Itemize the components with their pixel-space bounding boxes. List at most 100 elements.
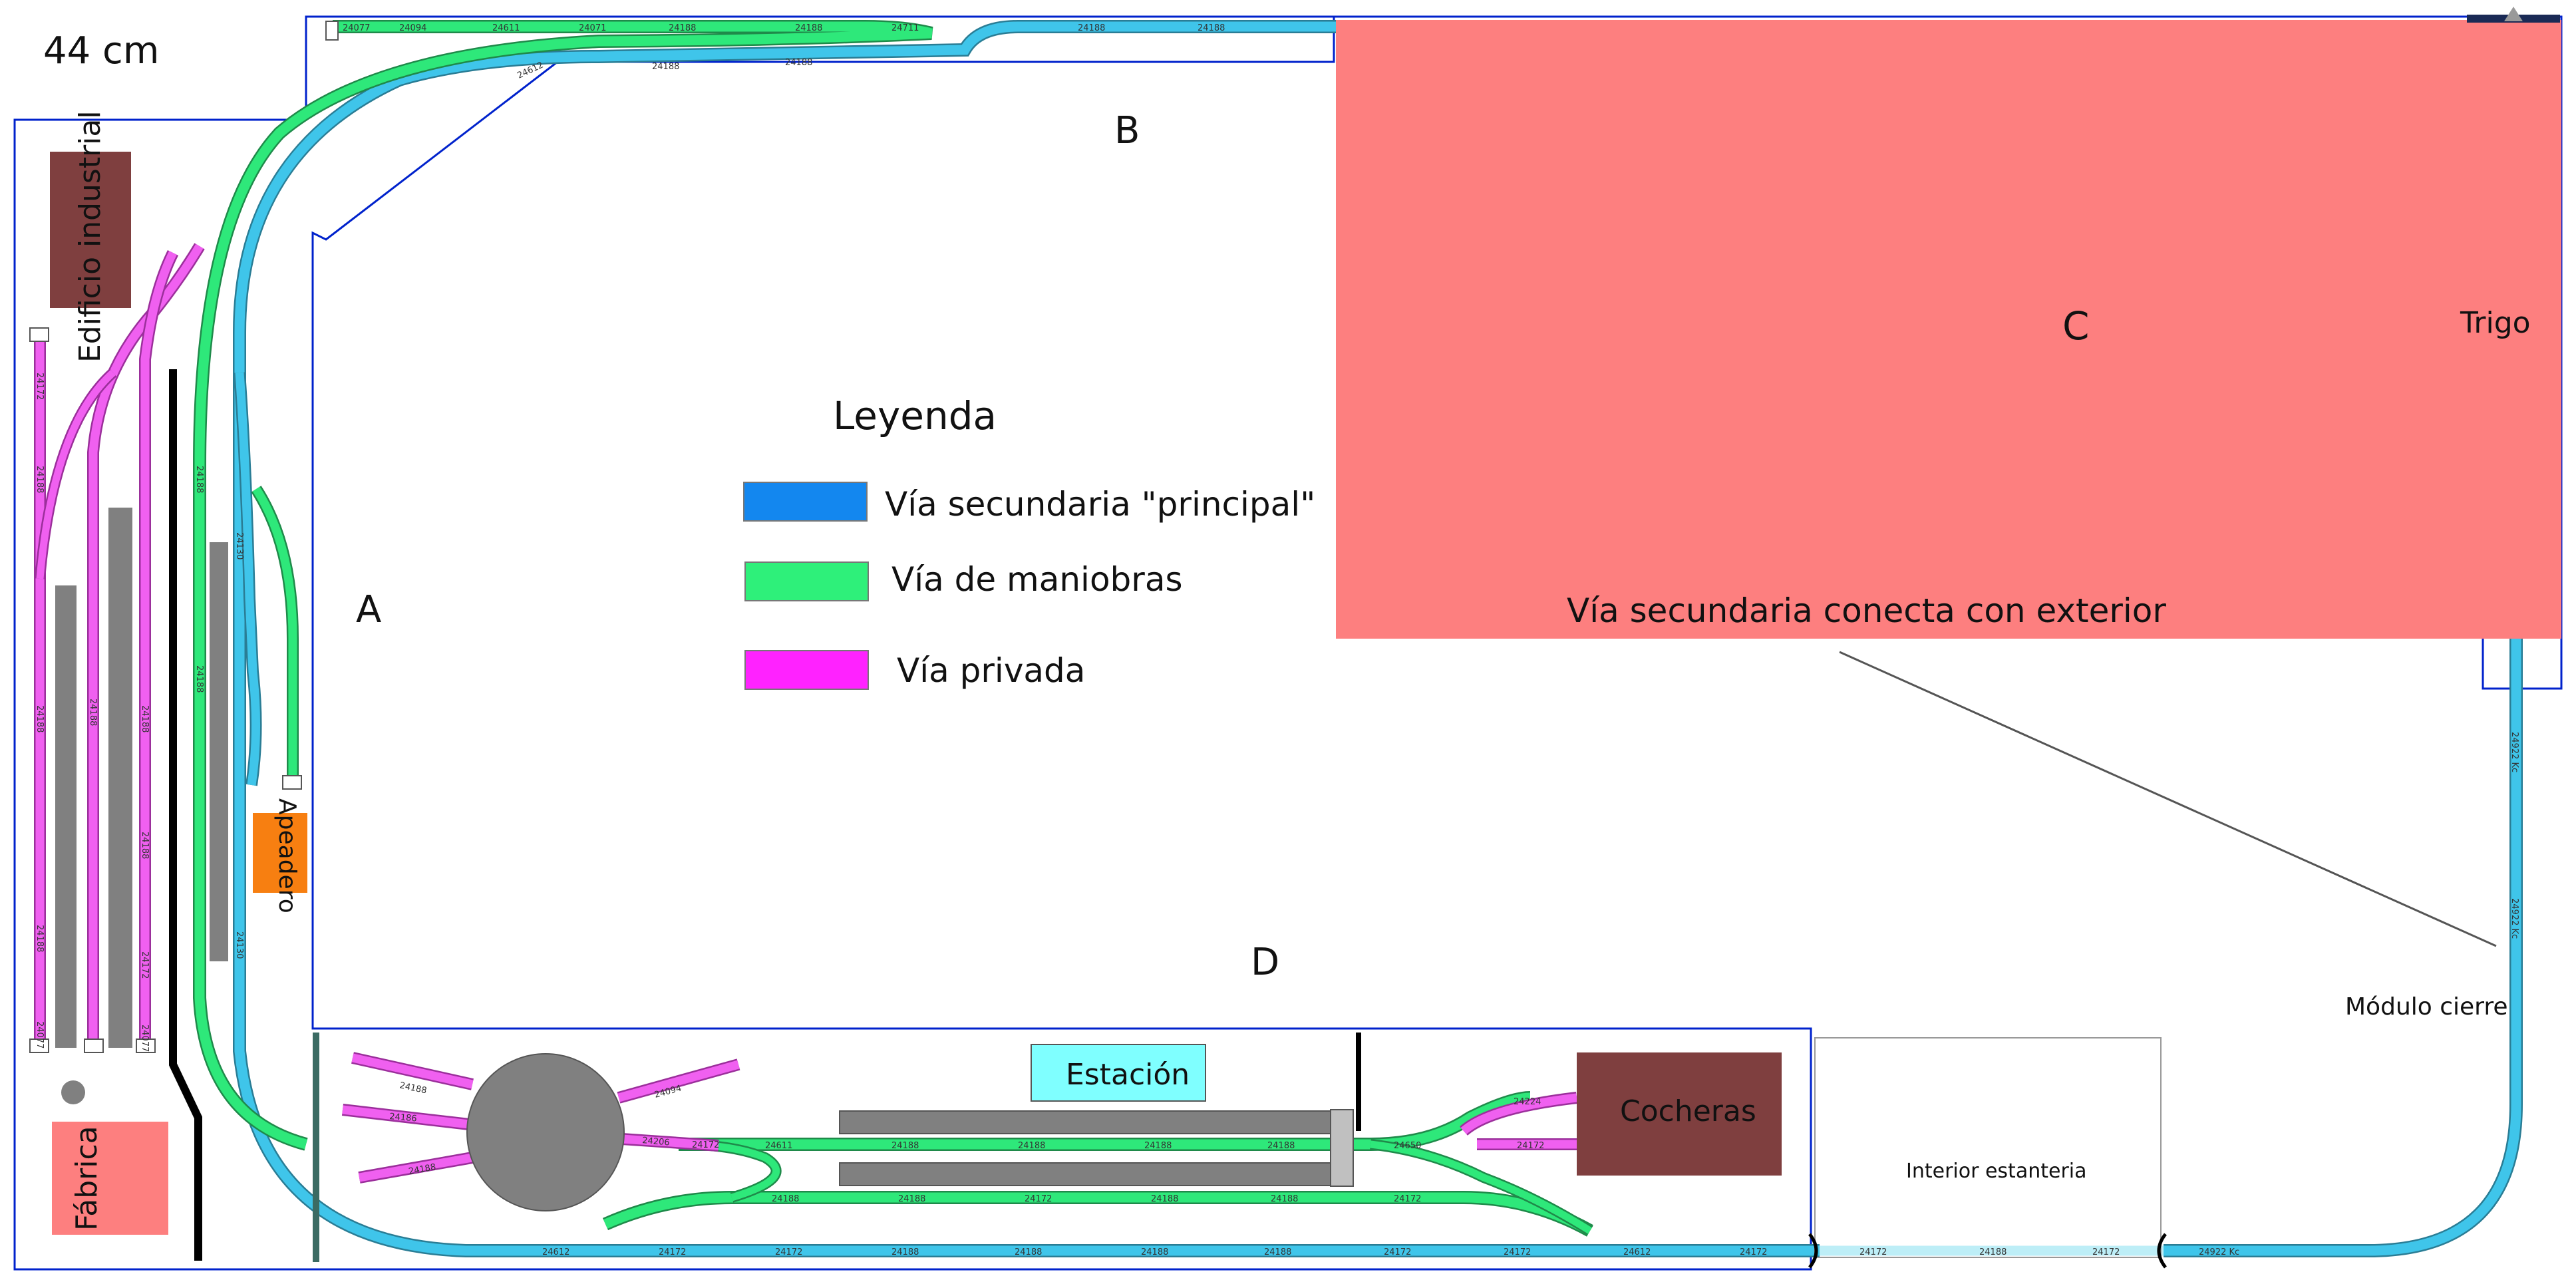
track-code: 24188 — [785, 58, 812, 68]
left-wall-strip — [313, 1033, 319, 1262]
track-code: 24188 — [652, 62, 679, 72]
track-code: 24188 — [194, 466, 204, 493]
track-code: 24188 — [194, 665, 204, 693]
track-code: 24188 — [408, 1162, 436, 1177]
track-code: 24172 — [2092, 1247, 2120, 1257]
wall-black — [169, 369, 202, 1261]
track-code: 24172 — [1394, 1194, 1421, 1204]
apeadero-label: Apeadero — [273, 798, 301, 913]
interior-estanteria-box — [1814, 1037, 2162, 1258]
track-code: 24612 — [542, 1247, 569, 1257]
module-joints — [1808, 1233, 2168, 1269]
track-code: 24188 — [1144, 1141, 1172, 1151]
track-code: 24612 — [1623, 1247, 1651, 1257]
fabrica-label: Fábrica — [70, 1126, 104, 1231]
track-code: 24130 — [234, 931, 244, 959]
legend-swatch-private — [744, 650, 869, 690]
fabrica-building — [52, 1122, 168, 1235]
track-code: 24188 — [399, 1080, 428, 1096]
turntable — [466, 1053, 625, 1211]
trigo-label: Trigo — [2460, 306, 2531, 340]
track-code: 24188 — [891, 1141, 919, 1151]
room-outline — [13, 15, 2563, 1271]
section-d-label: D — [1251, 941, 1279, 984]
track-code: 24188 — [35, 925, 45, 952]
track-code: 24172 — [140, 951, 150, 979]
track-code: 24077 — [35, 1021, 45, 1048]
factory-silo — [61, 1080, 85, 1104]
track-code: 24188 — [1141, 1247, 1168, 1257]
track-code: 24172 — [35, 373, 45, 400]
track-code: 24172 — [1859, 1247, 1887, 1257]
buffer-stops — [29, 21, 339, 1053]
platform-left-2 — [108, 508, 132, 1048]
track-code: 24077 — [140, 1025, 150, 1052]
edificio-industrial-building — [50, 152, 131, 308]
cocheras-label: Cocheras — [1620, 1094, 1756, 1128]
estacion-box — [1031, 1044, 1206, 1102]
apeadero-building — [253, 813, 307, 893]
track-code: 24188 — [1264, 1247, 1291, 1257]
track-code: 24611 — [765, 1141, 792, 1151]
track-code: 24172 — [659, 1247, 686, 1257]
track-code: 24188 — [1018, 1141, 1045, 1151]
scale-label: 44 cm — [43, 29, 159, 73]
track-code: 24188 — [1979, 1247, 2007, 1257]
track-code: 24172 — [1740, 1247, 1767, 1257]
legend-label-shunting: Vía de maniobras — [891, 560, 1183, 599]
track-code: 24188 — [1078, 23, 1105, 33]
private-track — [34, 243, 1578, 1184]
track-code: 24172 — [692, 1140, 719, 1150]
track-code: 24188 — [35, 466, 45, 493]
platform-left-3 — [210, 542, 228, 961]
track-code: 24188 — [1271, 1194, 1298, 1204]
modulo-cierre-label: Módulo cierre — [2345, 993, 2508, 1021]
track-code: 24188 — [891, 1247, 919, 1257]
track-code: 24650 — [1394, 1141, 1421, 1151]
track-code: 24922 Kc — [2509, 732, 2519, 772]
legend-title: Leyenda — [833, 393, 997, 438]
track-code: 24186 — [389, 1112, 418, 1124]
cocheras-building — [1577, 1052, 1782, 1176]
tracks — [29, 20, 2523, 1257]
legend-swatch-shunting — [744, 561, 869, 601]
track-code: 24188 — [1267, 1141, 1295, 1151]
zone-c-label: Vía secundaria conecta con exterior — [1567, 591, 2166, 630]
track-code: 24188 — [140, 705, 150, 732]
station-platform-bottom — [839, 1162, 1336, 1186]
track-code: 24711 — [891, 23, 919, 33]
interior-estanteria-label: Interior estanteria — [1906, 1160, 2087, 1183]
track-code: 24188 — [88, 699, 98, 726]
track-code: 24172 — [1384, 1247, 1411, 1257]
estacion-label: Estación — [1066, 1058, 1190, 1092]
zone-c-letter: C — [2062, 303, 2090, 349]
track-code: 24172 — [775, 1247, 802, 1257]
track-code: 24077 — [343, 23, 370, 33]
track-code: 24071 — [579, 23, 606, 33]
legend-swatch-main — [743, 482, 868, 522]
reference-line — [1839, 651, 2497, 947]
track-code: 24188 — [1198, 23, 1225, 33]
track-code: 24188 — [35, 705, 45, 732]
track-code: 24130 — [234, 532, 244, 559]
legend: Leyenda Vía secundaria "principal" Vía d… — [743, 393, 1315, 690]
track-code: 24188 — [1015, 1247, 1042, 1257]
track-code: 24172 — [1025, 1194, 1052, 1204]
track-code: 24172 — [1504, 1247, 1531, 1257]
legend-label-main: Vía secundaria "principal" — [885, 485, 1315, 524]
track-code: 24188 — [795, 23, 822, 33]
track-code: 24094 — [399, 23, 426, 33]
track-code: 24922 Kc — [2199, 1247, 2239, 1257]
station-footbridge — [1330, 1109, 1354, 1187]
main-track — [233, 20, 2523, 1257]
legend-label-private: Vía privada — [897, 651, 1085, 690]
trigo-marker — [2504, 7, 2523, 21]
section-b-label: B — [1114, 109, 1140, 152]
track-code: 24172 — [1517, 1141, 1544, 1151]
track-code: 24188 — [140, 832, 150, 859]
track-code: 24188 — [669, 23, 696, 33]
